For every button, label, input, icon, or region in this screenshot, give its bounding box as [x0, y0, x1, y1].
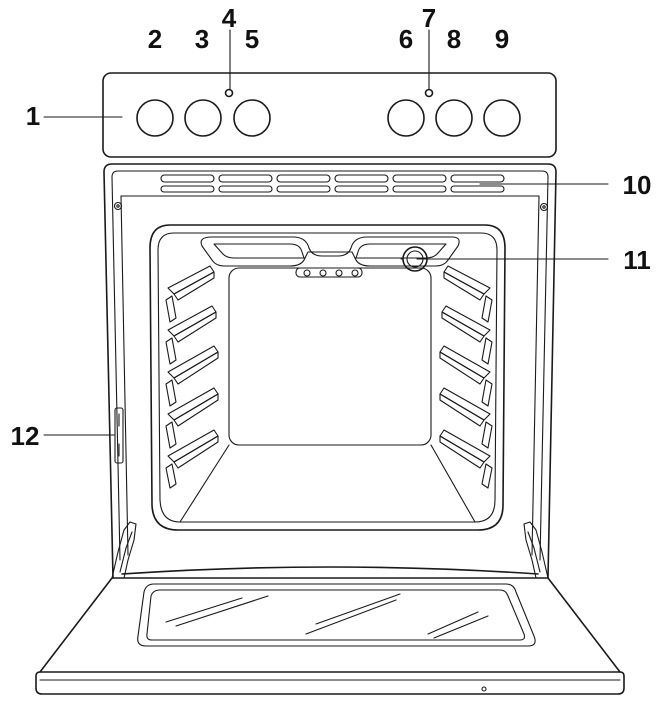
callout-4: 4	[222, 3, 237, 33]
callout-1: 1	[26, 101, 40, 131]
right-rack-supports	[439, 265, 493, 489]
knob-9[interactable]	[483, 99, 521, 137]
door-hinges	[111, 521, 549, 579]
callout-2: 2	[148, 24, 162, 54]
oven-body	[103, 163, 557, 579]
callout-3: 3	[195, 24, 209, 54]
callout-labels: 1 2 3 4 5 6 7 8 9 10 11 12	[11, 3, 652, 451]
callout-7: 7	[422, 3, 436, 33]
ventilation-slots	[160, 174, 505, 193]
knob-3[interactable]	[184, 99, 222, 137]
knob-8[interactable]	[435, 99, 473, 137]
callout-5: 5	[245, 24, 259, 54]
callout-6: 6	[399, 24, 413, 54]
oven-door-open	[35, 566, 625, 695]
control-panel	[102, 72, 557, 158]
callout-8: 8	[447, 24, 461, 54]
top-heating-element	[200, 236, 460, 278]
left-rack-supports	[165, 265, 219, 489]
leader-lines	[43, 29, 609, 436]
knob-6[interactable]	[387, 99, 425, 137]
indicator-light-7	[424, 88, 434, 98]
oven-cavity	[149, 224, 506, 531]
knob-2[interactable]	[136, 99, 174, 137]
indicator-light-4	[224, 88, 234, 98]
knob-5[interactable]	[233, 99, 271, 137]
door-latch	[114, 407, 124, 464]
callout-12: 12	[11, 421, 40, 451]
callout-11: 11	[623, 245, 651, 275]
callout-10: 10	[623, 170, 652, 200]
callout-9: 9	[495, 24, 509, 54]
